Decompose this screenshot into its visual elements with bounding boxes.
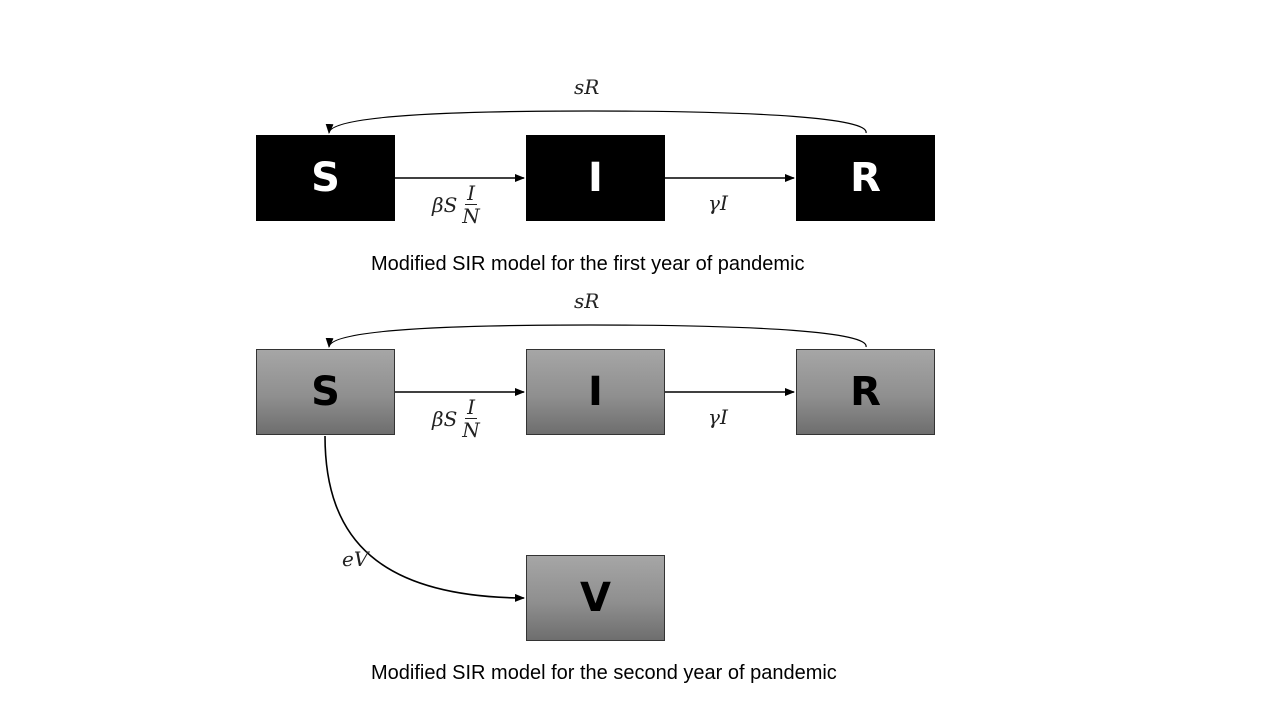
bottom-label-i-to-r: γI xyxy=(708,405,728,429)
bottom-label-s-to-i-numerator: I xyxy=(465,395,477,419)
bottom-label-s-to-i: βS I N xyxy=(432,396,482,441)
bottom-arrow-r-to-s xyxy=(325,324,867,348)
top-label-i-to-r: γI xyxy=(708,191,728,215)
bottom-node-i: I xyxy=(526,349,665,435)
top-label-r-to-s: sR xyxy=(574,75,600,99)
bottom-node-s: S xyxy=(256,349,395,435)
top-node-i: I xyxy=(526,135,665,221)
bottom-label-s-to-i-fraction: I N xyxy=(460,396,482,441)
bottom-node-v: V xyxy=(526,555,665,641)
top-caption: Modified SIR model for the first year of… xyxy=(371,253,805,275)
top-node-r: R xyxy=(796,135,935,221)
top-arrow-r-to-s xyxy=(325,110,867,134)
top-label-s-to-i-denominator: N xyxy=(462,204,480,228)
bottom-label-r-to-s: sR xyxy=(574,289,600,313)
bottom-label-s-to-i-denominator: N xyxy=(462,418,480,442)
bottom-label-s-to-v: eV xyxy=(342,547,369,571)
bottom-caption: Modified SIR model for the second year o… xyxy=(371,662,837,684)
bottom-arrow-s-to-v xyxy=(324,435,525,602)
top-node-s: S xyxy=(256,135,395,221)
bottom-label-s-to-i-lead: βS xyxy=(432,406,458,431)
top-label-s-to-i: βS I N xyxy=(432,182,482,227)
top-label-s-to-i-fraction: I N xyxy=(460,182,482,227)
bottom-node-r: R xyxy=(796,349,935,435)
top-label-s-to-i-lead: βS xyxy=(432,192,458,217)
top-label-s-to-i-numerator: I xyxy=(465,181,477,205)
